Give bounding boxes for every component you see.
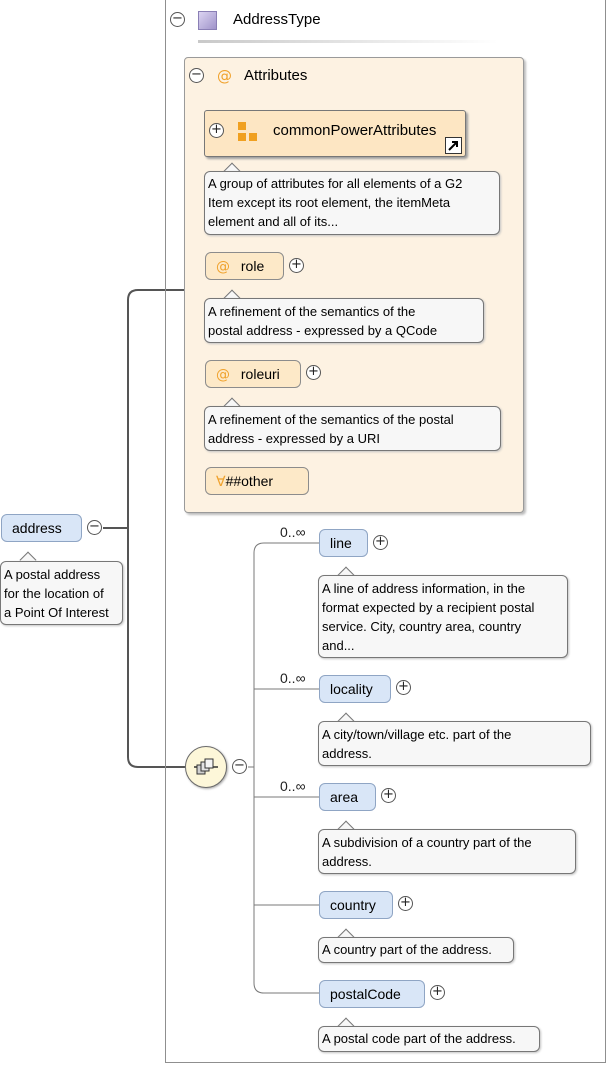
doc-line: postal address - expressed by a QCode xyxy=(208,323,438,338)
any-attribute-icon: ∀ xyxy=(216,474,226,490)
doc-line: A refinement of the semantics of the pos… xyxy=(208,412,454,427)
doc-line: A city/town/village etc. part of the xyxy=(322,727,512,742)
element-locality[interactable]: locality xyxy=(319,675,391,703)
complex-type-divider xyxy=(198,40,498,43)
doc-line: A line of address information, in the xyxy=(322,581,526,596)
attribute-at-icon: @ xyxy=(216,259,230,275)
group-ref-name: commonPowerAttributes xyxy=(273,122,437,139)
doc-line: Item except its root element, the itemMe… xyxy=(208,195,451,210)
external-link-icon[interactable] xyxy=(445,137,462,154)
attributes-label: Attributes xyxy=(244,67,308,84)
any-attribute-other[interactable]: ∀##other xyxy=(205,467,309,495)
complex-type-frame xyxy=(165,0,606,1063)
doc-line: A subdivision of a country part of the xyxy=(322,835,532,850)
doc-line: A postal address xyxy=(4,567,101,582)
collapse-attributes-toggle[interactable]: − xyxy=(189,68,204,83)
doc-line: address. xyxy=(322,854,372,869)
expand-area-toggle[interactable]: + xyxy=(381,788,396,803)
doc-line: A refinement of the semantics of the xyxy=(208,304,416,319)
doc-line: element and all of its... xyxy=(208,214,339,229)
doc-line: A country part of the address. xyxy=(322,942,492,957)
multiplicity-locality: 0..∞ xyxy=(280,670,306,686)
doc-line: a Point Of Interest xyxy=(4,605,109,620)
address-doc: A postal address for the location of a P… xyxy=(0,561,123,625)
doc-line: address. xyxy=(322,746,372,761)
area-doc: A subdivision of a country part of the a… xyxy=(318,829,576,874)
doc-line: for the location of xyxy=(4,586,104,601)
doc-line: format expected by a recipient postal xyxy=(322,600,535,615)
roleuri-doc: A refinement of the semantics of the pos… xyxy=(204,406,501,451)
attributes-at-icon: @ xyxy=(217,67,232,85)
postal-code-doc: A postal code part of the address. xyxy=(318,1026,540,1052)
expand-role-toggle[interactable]: + xyxy=(289,258,304,273)
doc-line: A group of attributes for all elements o… xyxy=(208,176,463,191)
group-ref-doc: A group of attributes for all elements o… xyxy=(204,171,500,235)
connector-sequence-to-line xyxy=(248,542,319,768)
attribute-group-icon xyxy=(238,122,257,141)
attribute-group-ref-common-power-attributes[interactable] xyxy=(204,110,466,157)
element-line[interactable]: line xyxy=(319,529,368,557)
doc-line: service. City, country area, country xyxy=(322,619,522,634)
expand-group-ref-toggle[interactable]: + xyxy=(209,123,224,138)
doc-line: A postal code part of the address. xyxy=(322,1031,516,1046)
multiplicity-line: 0..∞ xyxy=(280,524,306,540)
expand-line-toggle[interactable]: + xyxy=(373,535,388,550)
locality-doc: A city/town/village etc. part of the add… xyxy=(318,721,591,766)
element-postal-code[interactable]: postalCode xyxy=(319,980,425,1008)
element-area[interactable]: area xyxy=(319,783,376,811)
attribute-roleuri[interactable]: @ roleuri xyxy=(205,360,301,388)
connector-address-to-sequence xyxy=(103,527,185,768)
collapse-sequence-toggle[interactable]: − xyxy=(232,759,247,774)
collapse-type-toggle[interactable]: − xyxy=(170,12,185,27)
any-attribute-label: ##other xyxy=(225,473,274,489)
line-doc: A line of address information, in the fo… xyxy=(318,575,568,658)
complex-type-name: AddressType xyxy=(233,11,321,28)
country-doc: A country part of the address. xyxy=(318,937,514,963)
collapse-address-toggle[interactable]: − xyxy=(87,520,102,535)
attribute-roleuri-name: roleuri xyxy=(240,366,280,382)
expand-postal-code-toggle[interactable]: + xyxy=(430,985,445,1000)
doc-line: address - expressed by a URI xyxy=(208,431,380,446)
connector-address-to-attributes xyxy=(103,289,184,529)
attribute-role-name: role xyxy=(240,258,265,274)
attribute-at-icon: @ xyxy=(216,367,230,383)
attribute-role[interactable]: @ role xyxy=(205,252,284,280)
complex-type-icon xyxy=(198,11,217,30)
connector-sequence-to-postalcode xyxy=(253,767,319,994)
doc-line: and... xyxy=(322,638,355,653)
element-country[interactable]: country xyxy=(319,891,393,919)
sequence-icon xyxy=(194,758,218,775)
element-address[interactable]: address xyxy=(1,514,82,542)
expand-locality-toggle[interactable]: + xyxy=(396,680,411,695)
expand-country-toggle[interactable]: + xyxy=(398,896,413,911)
multiplicity-area: 0..∞ xyxy=(280,778,306,794)
expand-roleuri-toggle[interactable]: + xyxy=(306,365,321,380)
role-doc: A refinement of the semantics of the pos… xyxy=(204,298,484,343)
